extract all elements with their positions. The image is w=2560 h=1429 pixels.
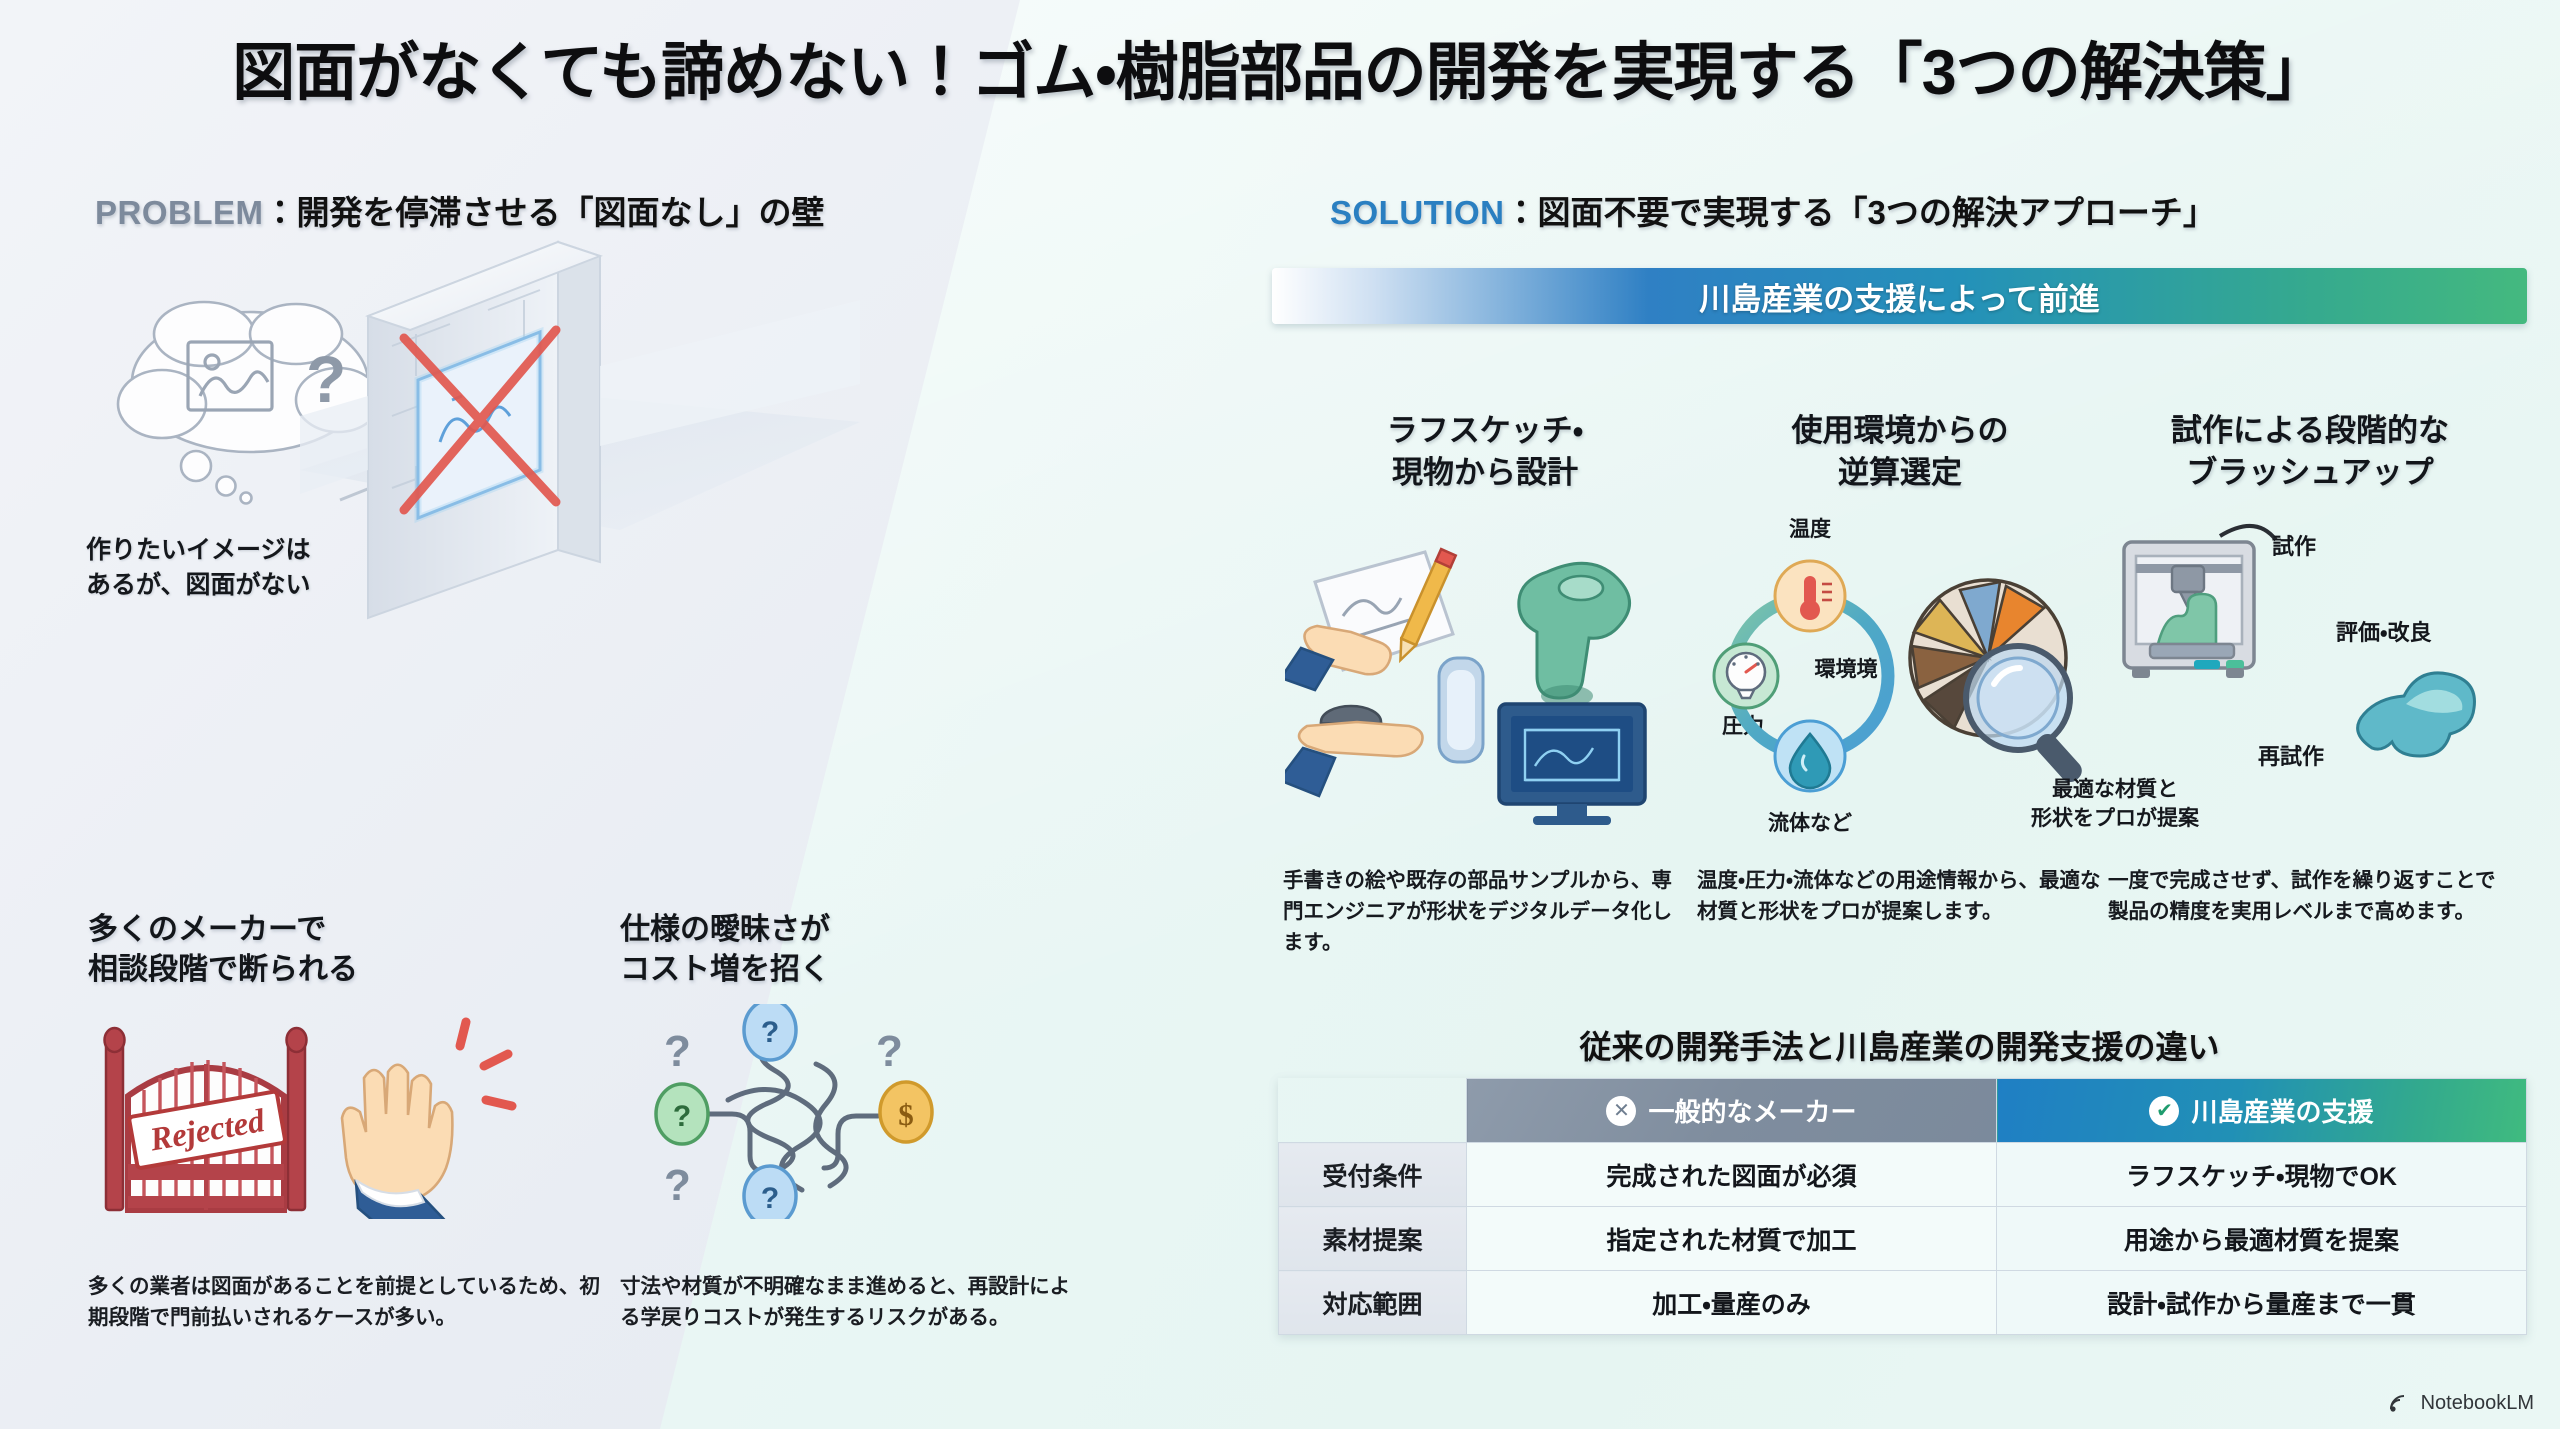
rejected-gate-illustration: Rejected: [88, 1004, 588, 1254]
problem-card-2-heading: 仕様の曖昧さがコスト増を招く: [620, 913, 830, 986]
notebooklm-watermark: NotebookLM: [2388, 1391, 2534, 1415]
notebooklm-icon: [2389, 1395, 2404, 1412]
comparison-row-0-label: 受付条件: [1278, 1142, 1467, 1207]
magnifier-caption: 最適な材質と形状をプロが提案: [2031, 778, 2199, 831]
solution-column-3-heading: 試作による段階的なブラッシュアップ: [2170, 413, 2450, 490]
svg-text:?: ?: [876, 1027, 903, 1076]
support-banner: 川島産業の支援によって前進: [1272, 268, 2527, 324]
comparison-header-row: ✕ 一般的なメーカー ✔ 川島産業の支援: [1279, 1078, 2527, 1143]
table-row: 対応範囲 加工・量産のみ 設計・試作から量産まで一貫: [1278, 1270, 2527, 1335]
comparison-row-2-general: 加工・量産のみ: [1466, 1270, 1997, 1335]
svg-text:?: ?: [664, 1027, 691, 1076]
comparison-header-general: ✕ 一般的なメーカー: [1466, 1078, 1997, 1143]
solution-kicker: SOLUTION: [1330, 194, 1505, 231]
check-circle-icon: ✔: [2149, 1095, 2180, 1126]
comparison-row-1-kawashima: 用途から最適材質を提案: [1996, 1206, 2527, 1271]
solution-column-1-description-wrap: 手書きの絵や既存の部品サンプルから、専門エンジニアが形状をデジタルデータ化します…: [1283, 866, 1688, 958]
solution-column-1-heading: ラフスケッチ・現物から設計: [1386, 413, 1584, 490]
solution-column-3-description-wrap: 一度で完成させず、試作を繰り返すことで製品の精度を実用レベルまで高めます。: [2108, 866, 2513, 928]
svg-text:?: ?: [761, 1016, 779, 1049]
problem-card-1-heading: 多くのメーカーで相談段階で断られる: [88, 913, 358, 986]
solution-heading-text: ：図面不要で実現する「3つの解決アプローチ」: [1504, 194, 2216, 231]
problem-card-1-caption-wrap: 多くの業者は図面があることを前提としているため、初期段階で門前払いされるケースが…: [88, 1272, 608, 1334]
step-label-evaluate: 評価・改良: [2336, 620, 2432, 645]
problem-kicker: PROBLEM: [95, 194, 264, 231]
problem-card-2-caption-wrap: 寸法や材質が不明確なまま進めると、再設計による学戻りコストが発生するリスクがある…: [620, 1272, 1090, 1334]
solution-column-prototype: 試作による段階的なブラッシュアップ: [2110, 410, 2510, 848]
table-row: 受付条件 完成された図面が必須 ラフスケッチ・現物でOK: [1278, 1142, 2527, 1207]
comparison-row-1-general: 指定された材質で加工: [1466, 1206, 1997, 1271]
svg-text:?: ?: [761, 1182, 779, 1215]
comparison-table: ✕ 一般的なメーカー ✔ 川島産業の支援 受付条件 完成された図面が必須 ラフス…: [1278, 1078, 2527, 1335]
x-circle-icon: ✕: [1606, 1095, 1637, 1126]
tangled-wires-question-icon: ? ? ? $ ?? ?: [654, 998, 934, 1228]
problem-section-header: PROBLEM：開発を停滞させる「図面なし」の壁: [95, 186, 825, 234]
sketch-hand-monitor-illustration: [1276, 508, 1685, 848]
table-row: 素材提案 指定された材質で加工 用途から最適材質を提案: [1278, 1206, 2527, 1271]
solution-column-2-heading: 使用環境からの逆算選定: [1791, 413, 2009, 490]
solution-column-2-description: 温度・圧力・流体などの用途情報から、最適な材質と形状をプロが提案します。: [1697, 869, 2101, 923]
svg-text:$: $: [898, 1097, 914, 1132]
comparison-row-0-kawashima: ラフスケッチ・現物でOK: [1996, 1142, 2527, 1207]
comparison-row-1-label: 素材提案: [1278, 1206, 1467, 1271]
comparison-header-kawashima-label: 川島産業の支援: [2191, 1097, 2374, 1127]
comparison-header-general-label: 一般的なメーカー: [1648, 1097, 1857, 1127]
comparison-row-2-label: 対応範囲: [1278, 1270, 1467, 1335]
notebooklm-watermark-label: NotebookLM: [2420, 1391, 2534, 1414]
support-banner-label: 川島産業の支援によって前進: [1699, 281, 2100, 317]
solution-column-1-description: 手書きの絵や既存の部品サンプルから、専門エンジニアが形状をデジタルデータ化します…: [1283, 869, 1673, 954]
comparison-title: 従来の開発手法と川島産業の開発支援の違い: [1579, 1029, 2220, 1065]
comparison-corner-cell: [1279, 1079, 1467, 1143]
cycle-label-temperature: 温度: [1789, 518, 1831, 541]
svg-text:?: ?: [664, 1161, 691, 1210]
problem-card-1-caption: 多くの業者は図面があることを前提としているため、初期段階で門前払いされるケースが…: [88, 1275, 600, 1329]
solution-column-sketch: ラフスケッチ・現物から設計: [1276, 410, 1685, 848]
prototype-iteration-illustration: 試作 評価・改良 再試作: [2110, 508, 2510, 848]
cycle-label-environment: 環境境: [1815, 657, 1878, 681]
wall-with-crossed-drawing-icon: [300, 240, 860, 620]
svg-text:?: ?: [306, 342, 346, 416]
comparison-row-2-kawashima: 設計・試作から量産まで一貫: [1996, 1270, 2527, 1335]
step-label-prototype: 試作: [2272, 534, 2316, 559]
sketch-sample-cad-icon: [1276, 547, 1647, 825]
environment-cycle-illustration: 温度 環境境 圧力 流体など: [1700, 508, 2100, 848]
comparison-header-kawashima: ✔ 川島産業の支援: [1996, 1078, 2527, 1143]
problem-card-2-caption: 寸法や材質が不明確なまま進めると、再設計による学戻りコストが発生するリスクがある…: [620, 1275, 1071, 1329]
problem-card-ambiguity: 仕様の曖昧さがコスト増を招く ? ?: [620, 910, 1050, 1228]
tangled-question-illustration: ? ? ? $ ?? ?: [620, 998, 1050, 1228]
problem-heading-text: ：開発を停滞させる「図面なし」の壁: [263, 194, 825, 231]
step-label-reprototype: 再試作: [2258, 744, 2324, 769]
solution-column-2-description-wrap: 温度・圧力・流体などの用途情報から、最適な材質と形状をプロが提案します。: [1697, 866, 2102, 928]
thought-cloud-caption: 作りたいイメージはあるが、図面がない: [86, 536, 311, 599]
solution-section-header: SOLUTION：図面不要で実現する「3つの解決アプローチ」: [1330, 186, 2216, 234]
svg-text:?: ?: [673, 1100, 691, 1133]
gate-and-stop-hand-icon: Rejected: [103, 1017, 517, 1254]
page-title: 図面がなくても諦めない！ゴム・樹脂部品の開発を実現する「3つの解決策」: [232, 38, 2328, 108]
solution-column-environment: 使用環境からの逆算選定 温度 環境境 圧力 流体など: [1700, 410, 2100, 848]
cycle-label-fluid: 流体など: [1768, 812, 1852, 835]
comparison-row-0-general: 完成された図面が必須: [1466, 1142, 1997, 1207]
3d-printer-part-icon: 試作 評価・改良 再試作: [2122, 523, 2476, 769]
cycle-magnifier-icon: 温度 環境境 圧力 流体など: [1712, 518, 2082, 835]
broken-wall-illustration: [300, 170, 860, 690]
solution-column-3-description: 一度で完成させず、試作を繰り返すことで製品の精度を実用レベルまで高めます。: [2108, 869, 2496, 923]
problem-card-rejected: 多くのメーカーで相談段階で断られる: [88, 910, 588, 1254]
